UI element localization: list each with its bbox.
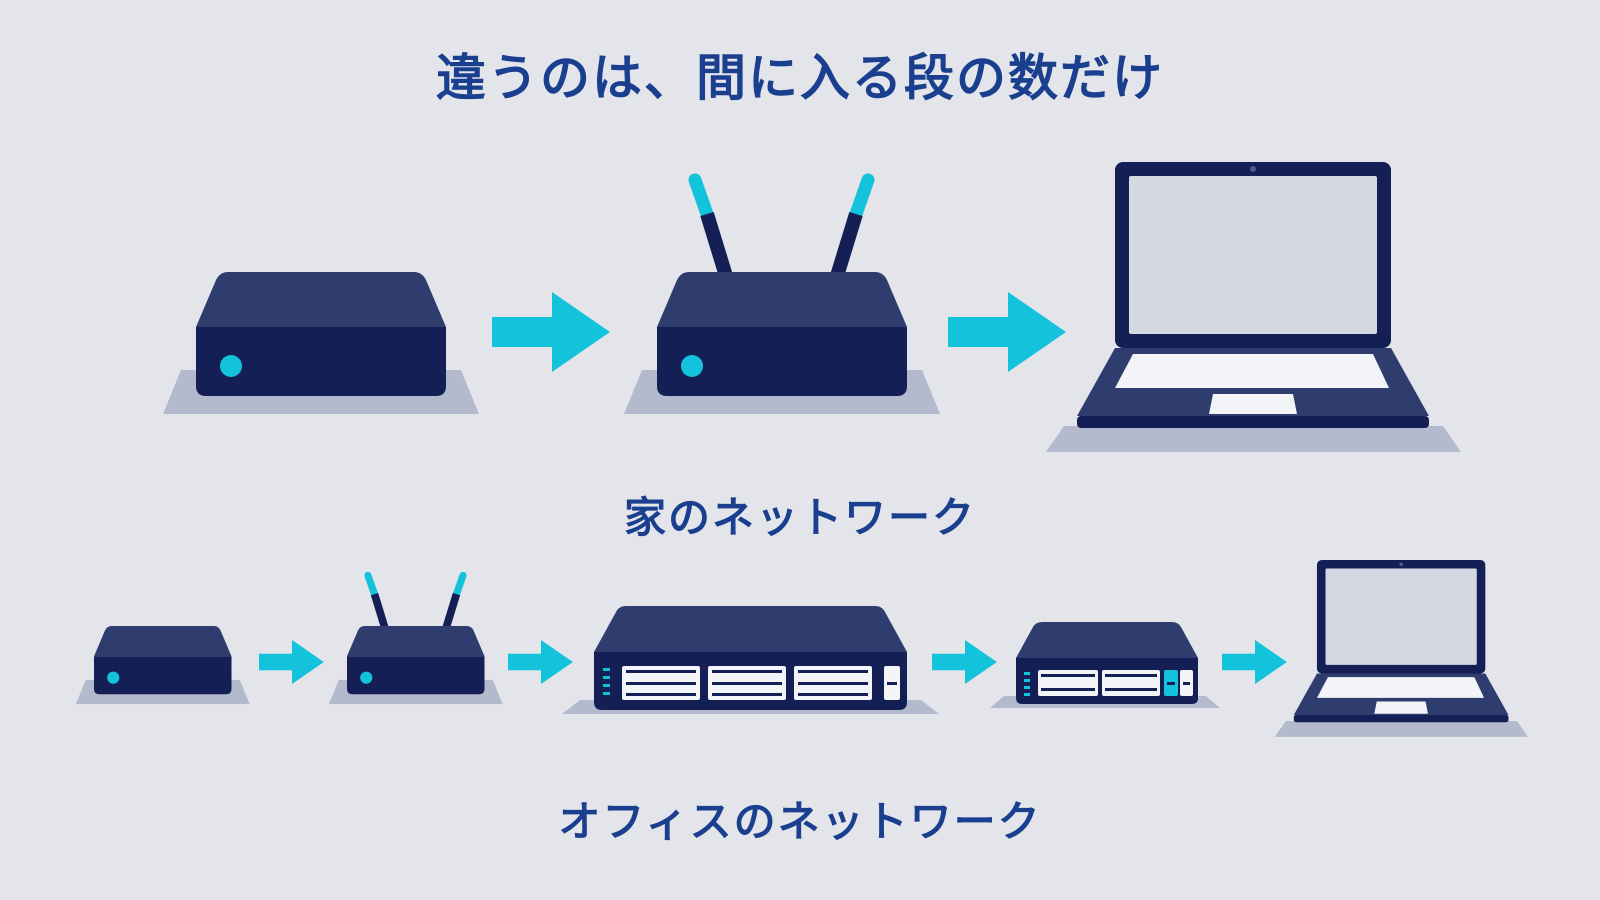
- arrow-icon: [948, 292, 1066, 372]
- office-network-label: オフィスのネットワーク: [558, 797, 1042, 846]
- wifi-router-icon: [624, 180, 940, 414]
- arrow-icon: [1222, 640, 1287, 684]
- modem-icon: [163, 272, 479, 414]
- network-switch-icon: [562, 606, 939, 714]
- laptop-icon: [1274, 560, 1529, 737]
- arrow-icon: [508, 640, 573, 684]
- wifi-router-icon: [328, 575, 503, 705]
- arrow-icon: [259, 640, 324, 684]
- network-switch-icon: [990, 622, 1220, 708]
- modem-icon: [75, 626, 250, 705]
- laptop-icon: [1046, 162, 1461, 452]
- home-network-row: [163, 162, 1461, 452]
- home-network-label: 家のネットワーク: [623, 493, 976, 542]
- arrow-icon: [932, 640, 997, 684]
- office-network-row: [75, 560, 1529, 737]
- page-title: 違うのは、間に入る段の数だけ: [436, 49, 1164, 107]
- arrow-icon: [492, 292, 610, 372]
